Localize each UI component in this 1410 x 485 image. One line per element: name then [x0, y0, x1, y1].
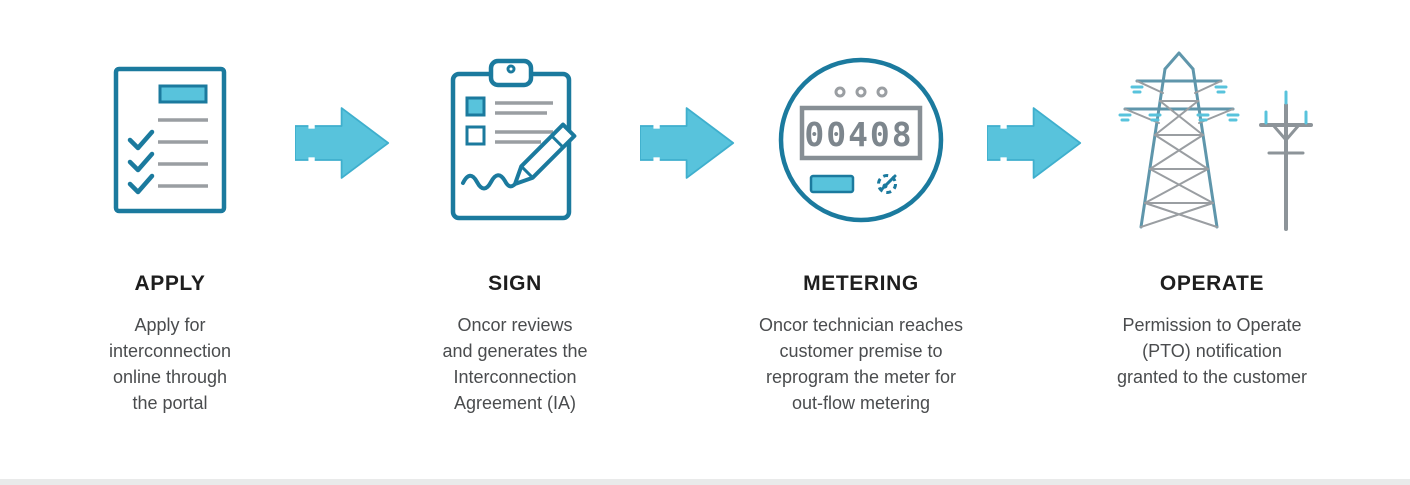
flow-arrow-3 — [987, 40, 1082, 184]
step-desc-operate: Permission to Operate (PTO) notification… — [1116, 315, 1308, 387]
step-apply: APPLY Apply for interconnection online t… — [45, 40, 295, 416]
arrow-right-icon — [640, 107, 735, 179]
step-metering: 00408 METERING Oncor technician reaches … — [735, 40, 987, 416]
apply-icon-box — [45, 40, 295, 240]
transmission-tower-icon — [1118, 51, 1313, 231]
step-desc-metering: Oncor technician reaches customer premis… — [758, 315, 964, 413]
step-desc-apply: Apply for interconnection online through… — [108, 315, 232, 413]
arrow-right-icon — [987, 107, 1082, 179]
flow-arrow-1 — [295, 40, 390, 184]
step-title-sign: SIGN — [488, 272, 542, 295]
utility-pole-icon — [1259, 90, 1313, 231]
checklist-icon — [113, 66, 227, 214]
metering-icon-box: 00408 — [735, 40, 987, 240]
step-title-metering: METERING — [803, 272, 919, 295]
process-flow: APPLY Apply for interconnection online t… — [45, 40, 1342, 416]
step-desc-sign: Oncor reviews and generates the Intercon… — [442, 315, 588, 413]
operate-icon-box — [1082, 40, 1342, 240]
step-sign: SIGN Oncor reviews and generates the Int… — [390, 40, 640, 416]
step-operate: OPERATE Permission to Operate (PTO) noti… — [1082, 40, 1342, 390]
arrow-right-icon — [295, 107, 390, 179]
step-title-apply: APPLY — [134, 272, 206, 295]
electric-meter-icon: 00408 — [778, 57, 944, 223]
clipboard-pencil-icon — [450, 58, 577, 221]
flow-arrow-2 — [640, 40, 735, 184]
page-bottom-edge — [0, 479, 1410, 485]
sign-icon-box — [390, 40, 640, 240]
meter-reading: 00408 — [804, 115, 913, 154]
step-title-operate: OPERATE — [1159, 272, 1265, 295]
